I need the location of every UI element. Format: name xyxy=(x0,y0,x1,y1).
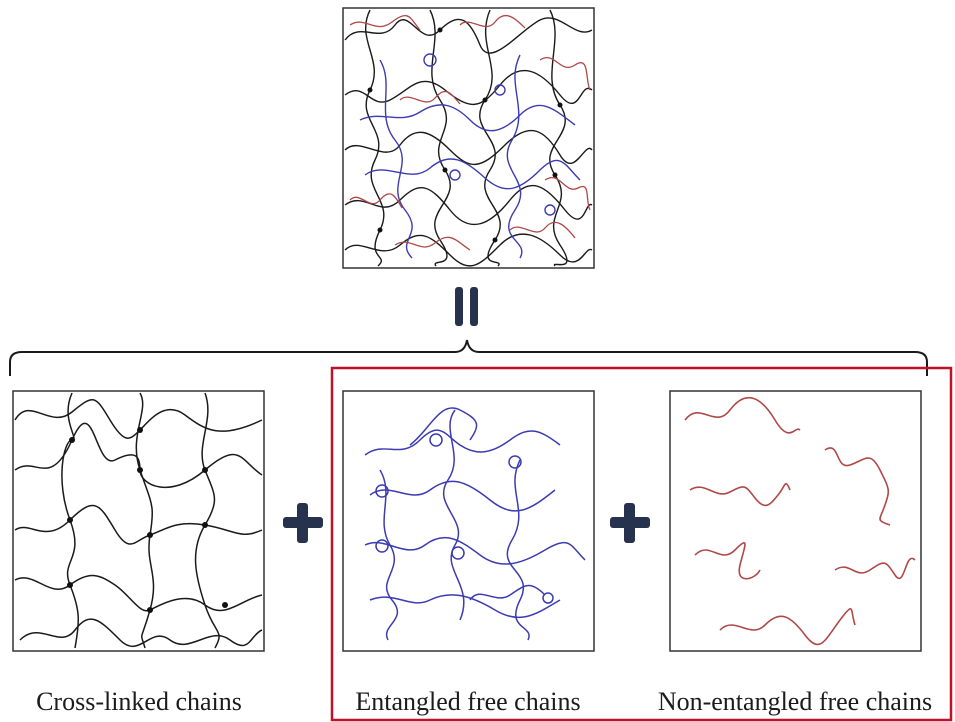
label-nonentangled-free-chains: Non-entangled free chains xyxy=(658,687,932,716)
equals-operator xyxy=(455,287,478,326)
combined-nonentangled-chains xyxy=(349,14,591,251)
crosslinked-chains-panel xyxy=(12,390,265,652)
combined-network-panel xyxy=(342,7,595,269)
plus-operator-1 xyxy=(283,503,323,543)
combined-entangled-chains xyxy=(359,53,581,259)
plus-operator-2 xyxy=(610,503,650,543)
nonentangled-chains-panel xyxy=(669,390,922,652)
label-crosslinked-chains: Cross-linked chains xyxy=(36,687,242,716)
grouping-brace xyxy=(9,339,928,376)
combined-crosslink-points xyxy=(367,27,563,243)
crosslink-points xyxy=(67,427,228,613)
free-chains-highlight-box xyxy=(330,366,953,722)
label-entangled-free-chains: Entangled free chains xyxy=(355,687,580,716)
entangled-chains-panel xyxy=(342,390,595,652)
